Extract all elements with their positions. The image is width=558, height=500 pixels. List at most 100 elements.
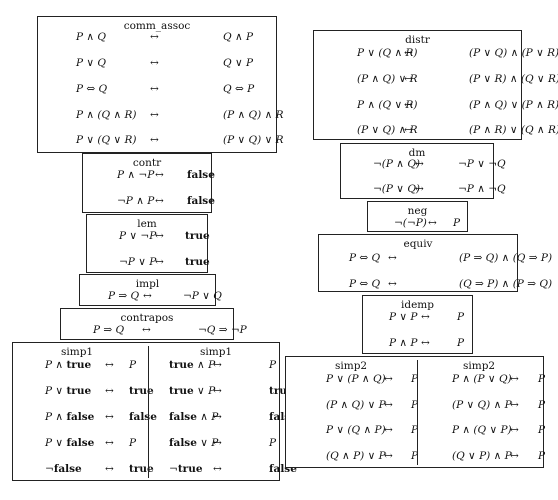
rule-term: P <box>457 311 465 323</box>
rule-term: P ∨ (P ∧ Q) <box>326 373 386 385</box>
equivalence-arrow: ↔ <box>143 290 152 302</box>
rule-term: P <box>411 450 419 462</box>
equivalence-arrow: ↔ <box>404 47 413 59</box>
rule-box-title: contr <box>132 157 162 169</box>
rule-term: ¬(P ∨ Q) <box>373 183 421 195</box>
equivalence-arrow: ↔ <box>213 411 222 423</box>
rule-term: ¬(P ∧ Q) <box>373 158 421 170</box>
rule-term: P ∧ ¬P <box>117 169 155 181</box>
rule-term: true <box>185 256 210 268</box>
rule-term: true ∧ P <box>169 359 216 371</box>
rule-term: P ∨ true <box>45 385 92 397</box>
equivalence-arrow: ↔ <box>404 124 413 136</box>
rule-term: P <box>269 437 277 449</box>
rule-term: (P ∨ Q) ∧ P <box>452 399 512 411</box>
equivalence-arrow: ↔ <box>105 437 114 449</box>
rule-box-title: distr <box>405 34 430 46</box>
equivalence-arrow: ↔ <box>384 424 393 436</box>
rule-term: false ∨ P <box>169 437 219 449</box>
equivalence-arrow: ↔ <box>105 385 114 397</box>
rule-term: P ⇔ Q <box>349 278 381 290</box>
rule-term: P ∨ P <box>389 311 418 323</box>
equivalence-arrow: ↔ <box>510 399 519 411</box>
rule-term: (Q ∧ P) ∨ P <box>326 450 386 462</box>
equivalence-arrow: ↔ <box>428 217 437 229</box>
rule-term: Q ∧ P <box>223 31 254 43</box>
rule-term: ¬(¬P) <box>394 217 427 229</box>
rule-term: ¬P ∨ ¬Q <box>458 158 506 170</box>
equivalence-arrow: ↔ <box>105 411 114 423</box>
rule-term: false <box>187 195 215 207</box>
rule-term: false <box>129 411 157 423</box>
rule-term: true ∨ P <box>169 385 216 397</box>
rule-term: P ∧ (Q ∧ R) <box>76 109 137 121</box>
equivalence-arrow: ↔ <box>510 450 519 462</box>
equivalence-arrow: ↔ <box>105 359 114 371</box>
rule-term: P ⇒ Q <box>108 290 140 302</box>
column-divider <box>417 360 418 465</box>
rule-box-title: simp2 <box>463 360 496 372</box>
rule-term: false <box>187 169 215 181</box>
rule-term: (P ∧ Q) ∨ P <box>326 399 386 411</box>
rule-term: (P ∧ Q) ∨ R <box>357 73 418 85</box>
rule-term: P ⇔ Q <box>349 252 381 264</box>
rule-term: P ∧ true <box>45 359 92 371</box>
equivalence-arrow: ↔ <box>213 463 222 475</box>
rule-box-title: simp2 <box>335 360 368 372</box>
rule-box-title: neg <box>407 205 428 217</box>
equivalence-arrow: ↔ <box>150 109 159 121</box>
rule-term: P <box>457 337 465 349</box>
rule-term: (P ∨ R) ∧ (Q ∨ R) <box>469 73 558 85</box>
equivalence-arrow: ↔ <box>150 134 159 146</box>
rule-term: ¬P ∨ Q <box>183 290 222 302</box>
rule-term: ¬P ∧ ¬Q <box>458 183 506 195</box>
equivalence-arrow: ↔ <box>510 373 519 385</box>
rule-box-title: dm <box>408 147 426 159</box>
rule-term: (P ∧ Q) ∧ R <box>223 109 284 121</box>
equivalence-arrow: ↔ <box>388 252 397 264</box>
rule-term: Q ∨ P <box>223 57 254 69</box>
rule-term: (P ∧ Q) ∨ (P ∧ R) <box>469 99 558 111</box>
equivalence-arrow: ↔ <box>510 424 519 436</box>
equivalence-arrow: ↔ <box>213 437 222 449</box>
equivalence-arrow: ↔ <box>150 57 159 69</box>
rule-box-title: contrapos <box>120 312 174 324</box>
equivalence-arrow: ↔ <box>150 83 159 95</box>
rule-term: P <box>411 424 419 436</box>
rule-term: (P ∧ R) ∨ (Q ∧ R) <box>469 124 558 136</box>
equivalence-arrow: ↔ <box>213 359 222 371</box>
equivalence-arrow: ↔ <box>142 324 151 336</box>
equivalence-arrow: ↔ <box>421 337 430 349</box>
rule-term: true <box>129 463 154 475</box>
rule-term: P ∨ (Q ∨ R) <box>76 134 137 146</box>
rule-term: ¬Q ⇒ ¬P <box>198 324 247 336</box>
rule-term: P <box>538 399 546 411</box>
equivalence-arrow: ↔ <box>155 169 164 181</box>
rule-term: P ∧ (Q ∨ P) <box>452 424 512 436</box>
rule-term: P ⇔ Q <box>76 83 108 95</box>
equivalence-arrow: ↔ <box>105 463 114 475</box>
rule-term: P ∨ Q <box>76 57 107 69</box>
rule-term: P ∨ (Q ∧ P) <box>326 424 386 436</box>
rule-box-title: idemp <box>401 299 434 311</box>
rule-box-title: simp1 <box>61 346 94 358</box>
rule-box-title: equiv <box>403 238 433 250</box>
equivalence-arrow: ↔ <box>384 399 393 411</box>
rule-term: P <box>453 217 461 229</box>
rule-box-title: impl <box>135 278 160 290</box>
rule-term: ¬true <box>169 463 203 475</box>
rule-term: ¬P ∧ P <box>117 195 155 207</box>
rule-term: P ∨ ¬P <box>119 230 157 242</box>
equivalence-arrow: ↔ <box>384 373 393 385</box>
rule-term: ¬P ∨ P <box>119 256 157 268</box>
equivalence-arrow: ↔ <box>155 256 164 268</box>
rule-term: P <box>411 399 419 411</box>
rule-term: P ∧ Q <box>76 31 107 43</box>
rule-term: P <box>538 450 546 462</box>
rule-term: true <box>185 230 210 242</box>
